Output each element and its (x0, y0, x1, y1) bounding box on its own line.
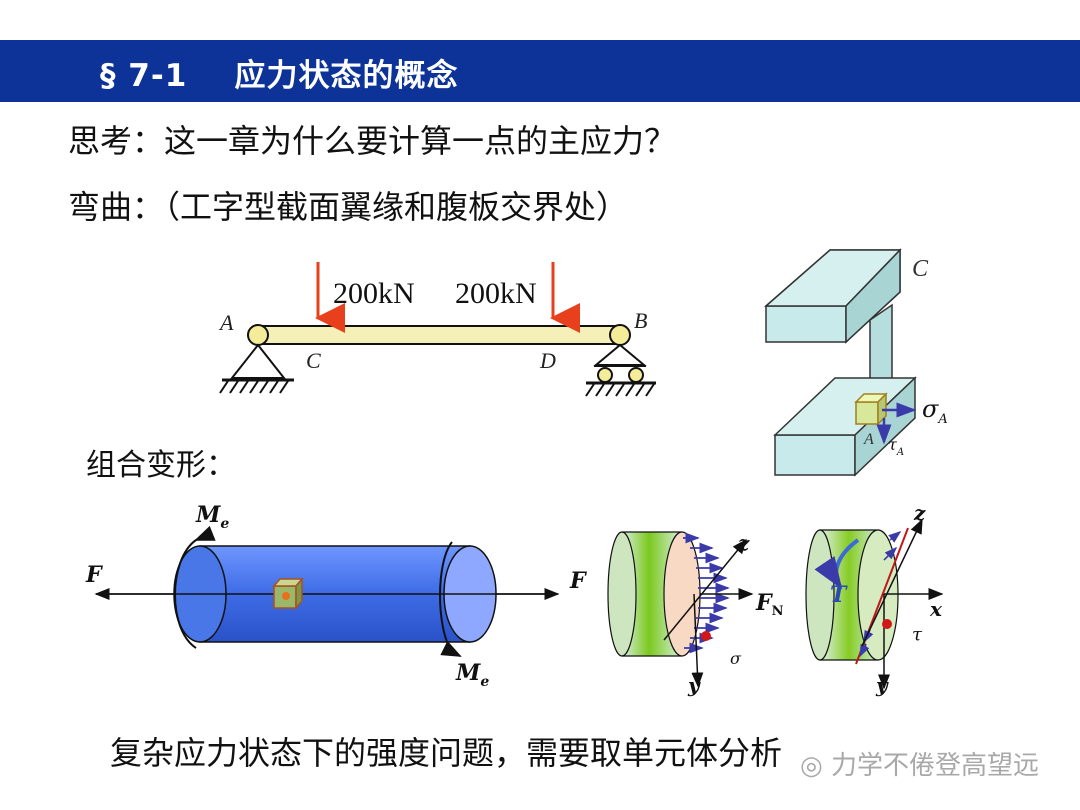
section-title: 应力状态的概念 (234, 58, 459, 94)
label-d: D (539, 348, 556, 373)
load-label-2: 200kN (455, 277, 537, 310)
watermark-text: 力学不倦登高望远 (830, 751, 1039, 781)
normal-z-label: z (737, 531, 750, 555)
label-a-3d: A (863, 431, 874, 448)
f-right-label: F (569, 568, 587, 594)
pin-b (609, 324, 631, 346)
f-left-label: F (85, 562, 103, 588)
support-b (593, 343, 647, 366)
combined-deformation-text: 组合变形： (86, 448, 236, 483)
section-number: § 7-1 (100, 58, 188, 94)
cylinder-figure (94, 525, 560, 657)
normal-stress-section (607, 531, 754, 688)
tau-a-label: τA (888, 435, 904, 458)
roller-1 (597, 367, 613, 383)
sigma-a-label: σA (922, 395, 948, 427)
shear-y-label: y (875, 673, 889, 697)
normal-y-label: y (687, 673, 701, 697)
label-c: C (306, 348, 321, 373)
i-section-3d (764, 248, 917, 477)
torque-arrow (814, 538, 860, 590)
shear-x-label: x (929, 597, 943, 621)
beam-diagram: 200kN 200kN A B C D (218, 262, 656, 397)
watermark: ◎ 力学不倦登高望远 (800, 745, 1039, 782)
conclusion-text: 复杂应力状态下的强度问题，需要取单元体分析 (110, 734, 783, 772)
fn-label: FN (755, 590, 784, 619)
torque-label: T (830, 582, 848, 608)
header-bar (0, 40, 1080, 102)
roller-2 (628, 367, 644, 383)
wechat-icon: ◎ (800, 751, 831, 781)
me-top-label: Me (195, 502, 229, 532)
bending-text: 弯曲：（工字型截面翼缘和腹板交界处） (68, 188, 629, 226)
support-a (229, 343, 287, 379)
moment-arc-left (174, 539, 197, 649)
shear-stress-section (805, 518, 944, 690)
pin-a (247, 324, 269, 346)
me-bottom-label: Me (455, 660, 489, 690)
label-c-3d: C (912, 256, 929, 282)
shear-tau-label: τ (912, 624, 923, 645)
label-a: A (218, 310, 234, 335)
element-cube (855, 401, 879, 425)
question-text: 思考：这一章为什么要计算一点的主应力？ (68, 122, 677, 160)
shear-z-label: z (913, 501, 926, 525)
page-title: § 7-1 应力状态的概念 (100, 50, 458, 95)
load-label-1: 200kN (333, 277, 415, 310)
beam-body (257, 325, 621, 345)
normal-sigma-label: σ (730, 649, 742, 668)
label-b: B (634, 308, 647, 333)
